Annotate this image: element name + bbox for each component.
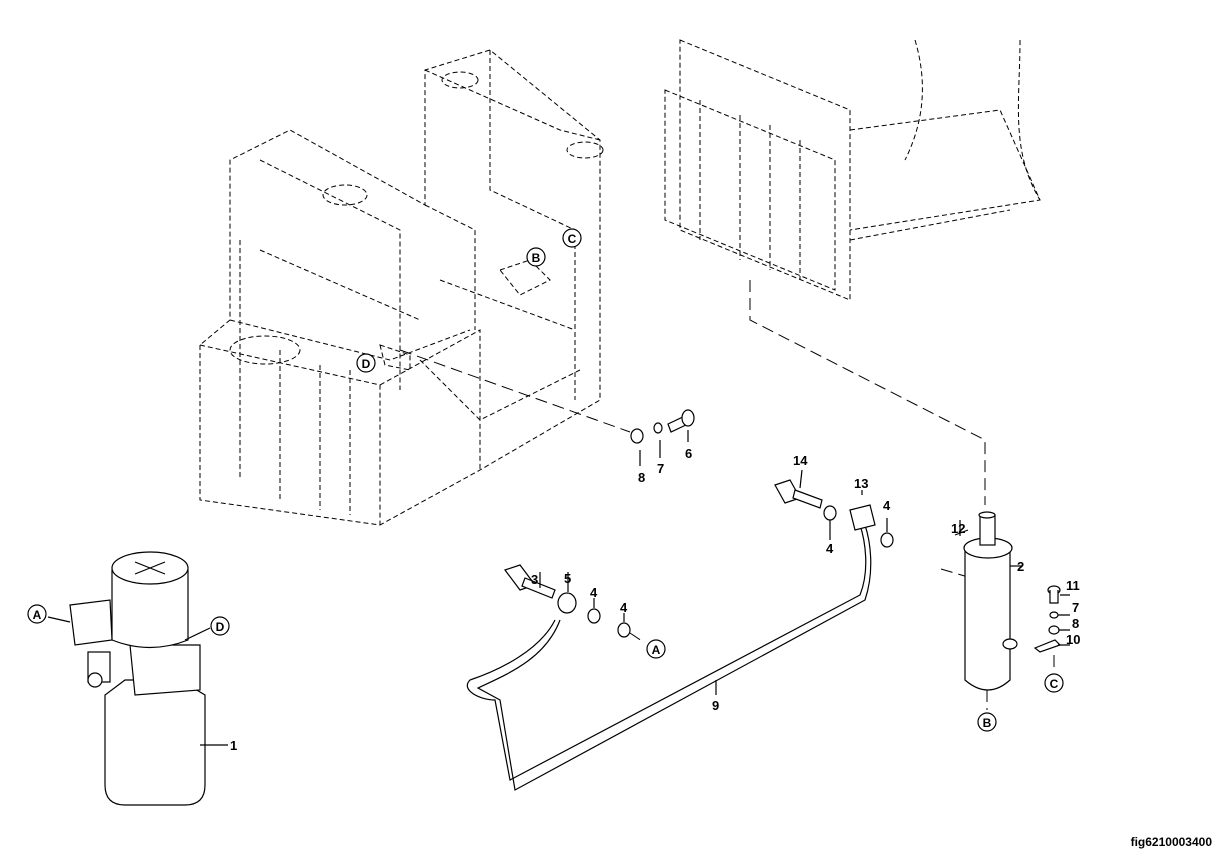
lift-cylinder [940,511,1062,710]
callout-d: D [216,620,225,634]
callout-c: C [568,232,577,246]
part-label-13: 13 [854,476,868,491]
callout-d: D [362,357,371,371]
part-label-11: 11 [1066,578,1080,593]
callout-b: B [983,716,992,730]
callouts: A D A B C D B C [27,228,1064,732]
mount-leader [399,349,631,433]
part-label-10: 10 [1066,632,1080,647]
part-label-3: 3 [531,572,538,587]
leader-lines [47,430,1070,746]
fitting-left [504,564,646,644]
part-label-7: 7 [657,461,664,476]
part-label-8: 8 [1072,616,1079,631]
part-label-2: 2 [1017,559,1024,574]
part-label-9: 9 [712,698,719,713]
part-label-6: 6 [685,446,692,461]
part-label-8: 8 [638,470,645,485]
part-label-4: 4 [883,498,891,513]
part-label-5: 5 [564,571,571,586]
part-number-labels: 1 2 3 5 4 4 4 4 6 7 8 7 8 9 10 11 12 13 … [230,446,1080,753]
truck-frame [199,49,604,526]
hydraulic-hose [466,524,872,791]
frame-bolt-set [630,409,695,444]
part-label-12: 12 [951,521,965,536]
part-label-4: 4 [620,600,628,615]
callout-c: C [1050,677,1059,691]
callout-b: B [532,251,541,265]
callout-a: A [652,643,661,657]
part-label-1: 1 [230,738,237,753]
fitting-right [774,479,894,548]
mast-assembly [664,39,1041,505]
part-label-7: 7 [1072,600,1079,615]
part-label-4: 4 [590,585,598,600]
callout-a: A [33,608,42,622]
part-label-4: 4 [826,541,834,556]
hydraulic-power-unit [69,551,206,806]
figure-id: fig6210003400 [1131,835,1213,849]
part-label-14: 14 [793,453,808,468]
